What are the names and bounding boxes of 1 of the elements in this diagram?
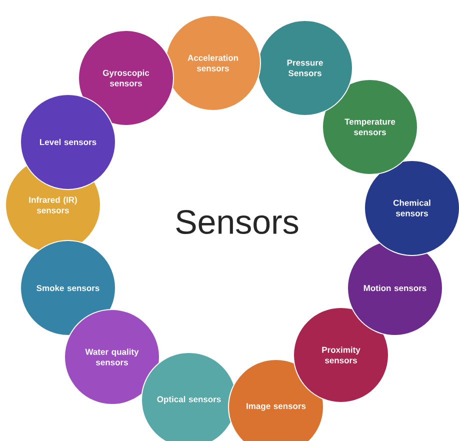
title: Sensors — [176, 210, 298, 234]
